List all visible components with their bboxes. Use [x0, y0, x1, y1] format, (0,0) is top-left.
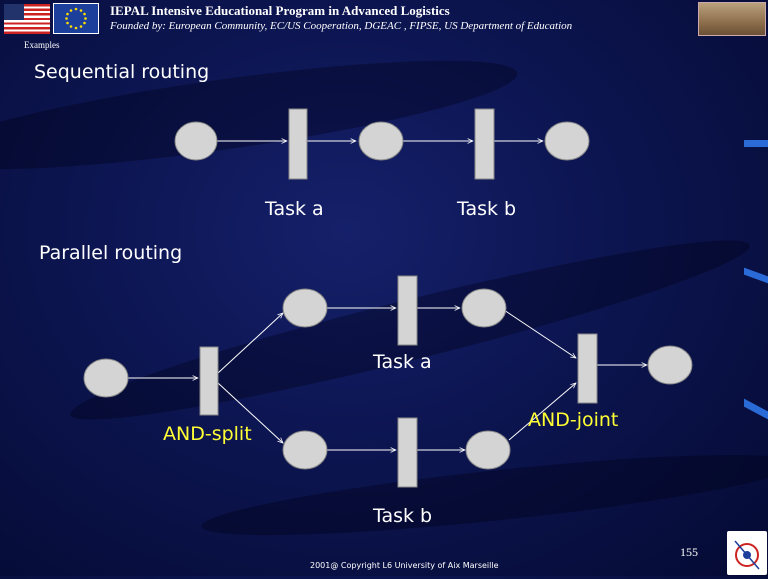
par-task-b-label: Task b [373, 505, 433, 527]
par-task-a-label: Task a [373, 351, 432, 373]
seq-task-a-label: Task a [265, 198, 324, 220]
place-seq-2 [358, 121, 404, 161]
university-logo [727, 531, 767, 575]
eu-flag-logo [53, 3, 99, 34]
and-split-label: AND-split [163, 423, 252, 445]
transition-and-split [199, 346, 219, 416]
arc-lower2-join [508, 383, 576, 441]
seq-task-b-label: Task b [457, 198, 517, 220]
arc-split-upper [217, 313, 283, 374]
transition-and-joint [577, 333, 598, 404]
transition-seq-task-a [288, 108, 308, 180]
place-par-upper-1 [282, 288, 328, 328]
city-photo-logo [698, 2, 766, 36]
section-tag: Examples [24, 40, 60, 50]
place-seq-1 [174, 121, 218, 161]
place-par-start [83, 358, 129, 398]
us-flag-logo [4, 4, 50, 34]
copyright-footer: 2001@ Copyright L6 University of Aix Mar… [310, 561, 499, 570]
page-number: 155 [680, 545, 698, 559]
and-joint-label: AND-joint [528, 409, 619, 431]
place-par-upper-2 [461, 288, 507, 328]
place-seq-3 [544, 121, 590, 161]
place-par-lower-1 [282, 430, 328, 470]
header-subtitle: Founded by: European Community, EC/US Co… [110, 20, 573, 32]
header-title: IEPAL Intensive Educational Program in A… [110, 3, 450, 18]
parallel-heading: Parallel routing [39, 242, 183, 264]
place-par-lower-2 [465, 430, 511, 470]
arc-split-lower [217, 382, 283, 443]
transition-seq-task-b [474, 108, 495, 180]
sequential-heading: Sequential routing [34, 61, 210, 83]
transition-par-task-a [397, 275, 418, 346]
place-par-end [647, 345, 693, 385]
transition-par-task-b [397, 417, 418, 488]
arc-upper2-join [503, 309, 576, 358]
side-decoration [744, 140, 768, 147]
